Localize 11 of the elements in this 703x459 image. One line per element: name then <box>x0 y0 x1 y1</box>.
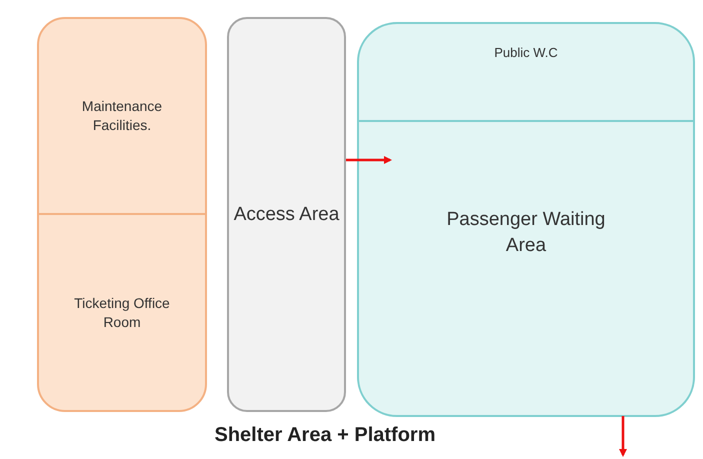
zone-box <box>357 22 695 417</box>
area-box <box>227 17 346 412</box>
room-label: Maintenance Facilities. <box>80 97 164 135</box>
room-label: Access Area <box>234 202 340 227</box>
room-label: Public W.C <box>494 44 558 62</box>
room-label: Passenger Waiting Area <box>446 208 606 258</box>
arrow <box>346 156 392 164</box>
zone-box <box>37 17 207 412</box>
arrow <box>619 416 627 457</box>
room-label: Ticketing Office Room <box>73 294 171 332</box>
caption: Shelter Area + Platform <box>213 424 436 447</box>
